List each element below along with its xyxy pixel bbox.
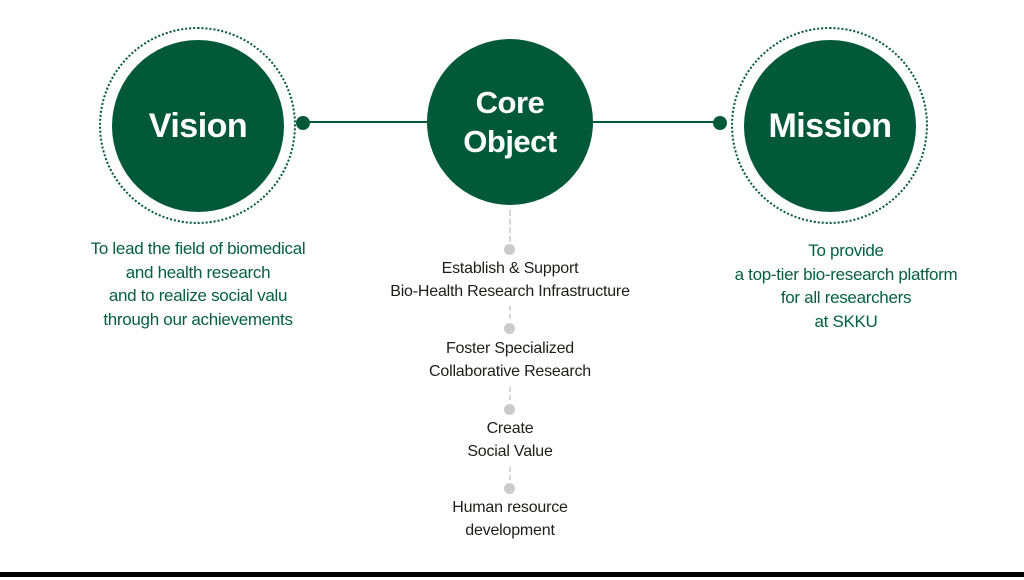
vision-description-line: and to realize social valu (108, 286, 288, 305)
vision-title: Vision (148, 106, 248, 145)
core-item-line: Bio-Health Research Infrastructure (390, 282, 630, 300)
vision-description-line: and health research (125, 262, 271, 282)
bottom-divider-bar (0, 572, 1024, 577)
timeline-dot-icon (504, 244, 515, 255)
timeline-dash (509, 467, 511, 480)
vision-description-line: through our achievements (103, 309, 293, 329)
core-item: Establish & Support Bio-Health Research … (310, 258, 710, 303)
vision-dotted-ring (99, 27, 296, 224)
vision-description: To lead the field of biomedical and heal… (28, 237, 368, 331)
core-item: Human resource development (310, 497, 710, 542)
mission-title: Mission (768, 106, 892, 145)
mission-description: To provide a top-tier bio-research platf… (676, 239, 1016, 333)
core-item-line: Create (486, 420, 534, 437)
mission-description-line: for all researchers (780, 288, 912, 307)
timeline-dash (509, 387, 511, 400)
core-item: Foster Specialized Collaborative Researc… (310, 338, 710, 383)
mission-description-line: To provide (808, 241, 884, 260)
vision-circle: Vision (112, 40, 284, 212)
timeline-dot-icon (504, 404, 515, 415)
core-item-line: development (465, 521, 555, 539)
core-item: Create Social Value (310, 418, 710, 463)
mission-description-line: at SKKU (814, 311, 878, 331)
core-item-line: Establish & Support (441, 260, 579, 277)
mission-circle: Mission (744, 40, 916, 212)
timeline-dot-icon (504, 323, 515, 334)
mission-description-line: a top-tier bio-research platform (734, 264, 958, 284)
core-item-line: Social Value (467, 442, 553, 460)
mission-dotted-ring (731, 27, 928, 224)
timeline-dash (509, 306, 511, 319)
core-object-title-line: Core (475, 85, 545, 120)
vision-description-line: To lead the field of biomedical (90, 239, 306, 258)
core-item-line: Collaborative Research (429, 362, 591, 380)
timeline-dot-icon (504, 483, 515, 494)
core-object-circle: Core Object (427, 39, 593, 205)
core-object-title-line: Object (463, 124, 557, 159)
timeline-dash (509, 210, 511, 242)
connector-dot-right-icon (713, 116, 727, 130)
connector-dot-left-icon (296, 116, 310, 130)
core-item-line: Human resource (452, 499, 568, 516)
core-item-line: Foster Specialized (445, 340, 575, 357)
